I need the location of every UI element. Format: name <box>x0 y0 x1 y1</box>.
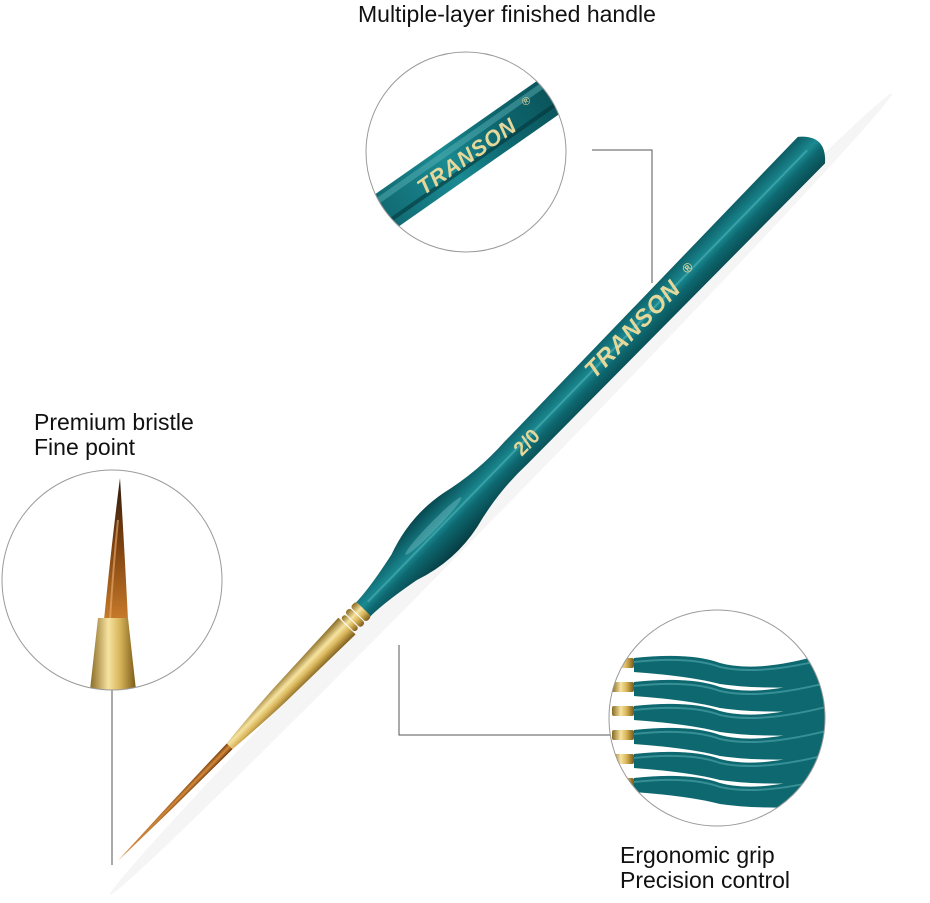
leader-line-grip <box>398 645 612 736</box>
zoom-circle-grip <box>608 609 826 827</box>
grip-caption: Ergonomic grip Precision control <box>620 843 790 893</box>
bristle-caption-line2: Fine point <box>34 434 136 460</box>
zoom-circle-handle: TRANSON ® <box>365 51 567 253</box>
brush: TRANSON ® 2/0 <box>109 93 893 895</box>
leader-line-handle <box>592 149 653 283</box>
grip-caption-line1: Ergonomic grip <box>620 842 775 868</box>
bristle-caption: Premium bristle Fine point <box>34 410 194 460</box>
bristle-caption-line1: Premium bristle <box>34 409 194 435</box>
leader-lines <box>111 149 653 865</box>
brush-handle <box>355 136 826 618</box>
zoom-circle-bristle <box>1 469 223 691</box>
ferrule-ring <box>351 602 371 622</box>
brush-ferrule <box>226 617 356 750</box>
grip-caption-line2: Precision control <box>620 867 791 893</box>
ferrule-closeup <box>90 618 136 690</box>
brush-bristles <box>117 743 233 861</box>
handle-caption: Multiple-layer finished handle <box>358 1 656 27</box>
